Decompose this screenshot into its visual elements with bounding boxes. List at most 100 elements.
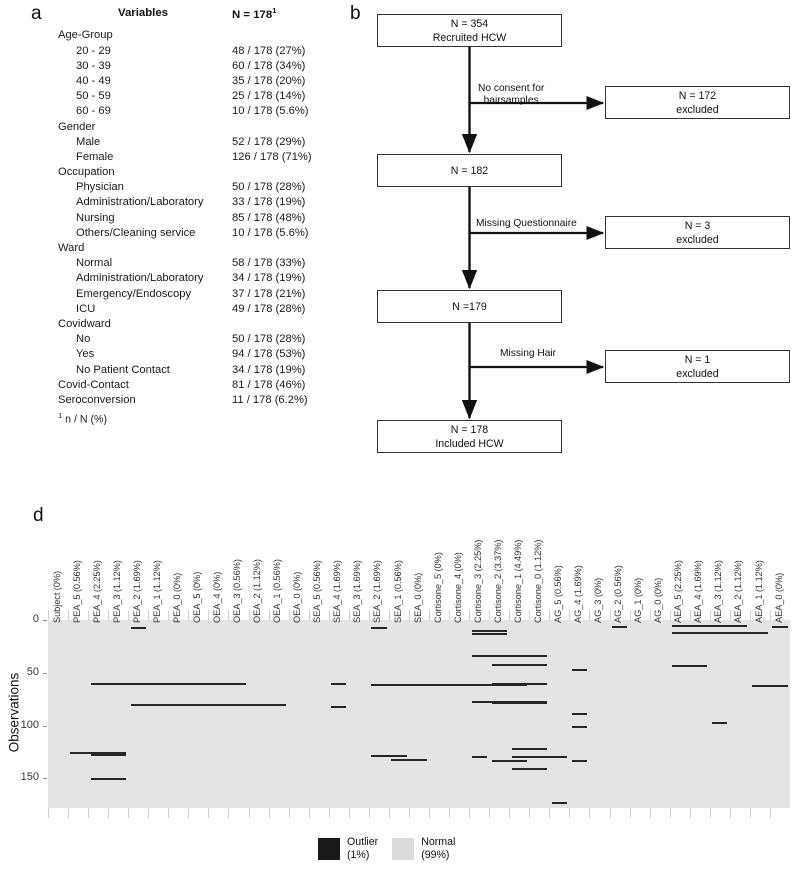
column-tick	[429, 808, 431, 818]
flowchart-label-line: Missing Questionnaire	[476, 218, 577, 229]
y-tick-mark	[43, 620, 47, 621]
table-cell-value: 25 / 178 (14%)	[232, 90, 306, 103]
column-tick	[649, 808, 651, 818]
table-cell-label: Others/Cleaning service	[76, 226, 196, 239]
column-tick	[88, 610, 90, 620]
table-cell-value: 52 / 178 (29%)	[232, 135, 306, 148]
table-cell-label: Seroconversion	[58, 393, 136, 406]
outlier-mark	[471, 632, 507, 635]
column-label: PEA_1 (1.12%)	[151, 560, 162, 623]
outlier-mark	[471, 654, 547, 657]
outlier-mark	[672, 665, 708, 668]
table-cell-label: Age-Group	[58, 29, 113, 42]
outlier-mark	[471, 701, 547, 704]
table-cell-label: Nursing	[76, 211, 115, 224]
column-tick	[108, 808, 110, 818]
column-label: AEA_2 (1.12%)	[733, 560, 744, 623]
panel-letter-d: d	[33, 505, 44, 526]
flowchart-label-line: Missing Hair	[500, 348, 557, 359]
footnote-marker: 1	[58, 411, 63, 421]
legend-entry-normal: Normal (99%)	[392, 836, 455, 861]
column-tick	[68, 808, 70, 818]
outlier-mark	[551, 801, 567, 804]
table-cell-label: Physician	[76, 181, 124, 194]
column-tick	[529, 808, 531, 818]
table-cell-label: Administration/Laboratory	[76, 272, 204, 285]
table-cell-value	[232, 316, 344, 331]
column-tick	[368, 808, 370, 818]
legend-swatch-outlier	[318, 837, 340, 860]
outlier-mark	[491, 702, 547, 705]
outlier-mark	[491, 664, 547, 667]
column-label: Cortisone_0 (1.12%)	[532, 539, 543, 623]
outlier-mark	[511, 747, 547, 750]
flowchart-box-line: N = 172	[678, 89, 717, 102]
column-tick	[709, 808, 711, 818]
flowchart-label-missing-questionnaire: Missing Questionnaire	[476, 218, 577, 230]
column-label: SEA_2 (1.69%)	[372, 560, 383, 623]
column-label: Subject (0%)	[51, 570, 62, 623]
column-tick	[649, 610, 651, 620]
table-cell-value: 48 / 178 (27%)	[232, 44, 306, 57]
column-tick	[148, 610, 150, 620]
outlier-mark	[511, 767, 547, 770]
flowchart-box-line: N =179	[452, 300, 487, 313]
table-row: Occupation	[54, 164, 344, 179]
table-cell-value: 34 / 178 (19%)	[232, 272, 306, 285]
column-tick	[749, 610, 751, 620]
table-cell-value: 49 / 178 (28%)	[232, 302, 306, 315]
column-tick	[68, 610, 70, 620]
outlier-mark	[471, 756, 487, 759]
flowchart-box-line: Included HCW	[435, 437, 504, 450]
outlier-mark	[90, 754, 126, 757]
column-tick	[328, 610, 330, 620]
outlier-matrix-plot-area	[48, 620, 790, 808]
column-label: OEA_5 (0%)	[192, 571, 202, 623]
column-tick	[88, 808, 90, 818]
column-tick	[48, 610, 49, 620]
column-tick	[228, 610, 230, 620]
column-label: OEA_3 (0.56%)	[232, 559, 243, 623]
legend-entry-outlier: Outlier (1%)	[318, 836, 378, 861]
table-cell-value	[232, 28, 344, 43]
column-tick	[208, 610, 210, 620]
table-cell-label: No Patient Contact	[76, 363, 170, 376]
outlier-mark	[90, 778, 126, 781]
column-tick	[669, 808, 671, 818]
table-header-row: Variables N = 1781	[54, 6, 344, 28]
table-cell-label: Female	[76, 150, 114, 163]
outlier-mark	[130, 704, 287, 707]
table-cell-value	[232, 119, 344, 134]
column-label: AG_0 (0%)	[653, 577, 664, 623]
flowchart-box-line: N = 182	[450, 164, 489, 177]
y-tick-mark	[43, 778, 47, 780]
outlier-matrix-panel: Subject (0%)PEA_5 (0.56%)PEA_4 (2.25%)PE…	[0, 498, 794, 878]
column-tick	[449, 610, 451, 620]
column-header-variables: Variables	[117, 7, 169, 20]
table-cell-value	[232, 240, 344, 255]
outlier-mark	[571, 668, 588, 671]
table-row: Covidward	[54, 316, 344, 331]
column-label: PEA_2 (1.69%)	[131, 560, 142, 623]
table-cell-value: 37 / 178 (21%)	[232, 287, 306, 300]
column-tick	[589, 610, 591, 620]
table-cell-value: 94 / 178 (53%)	[232, 348, 306, 361]
flowchart-label-missing-hair: Missing Hair	[500, 348, 556, 360]
outlier-mark	[712, 722, 728, 725]
panel-letter-b: b	[350, 3, 361, 24]
column-tick	[408, 610, 410, 620]
outlier-mark	[752, 685, 788, 688]
column-header-n: N = 1781	[232, 6, 344, 28]
column-label: SEA_3 (1.69%)	[352, 560, 363, 623]
